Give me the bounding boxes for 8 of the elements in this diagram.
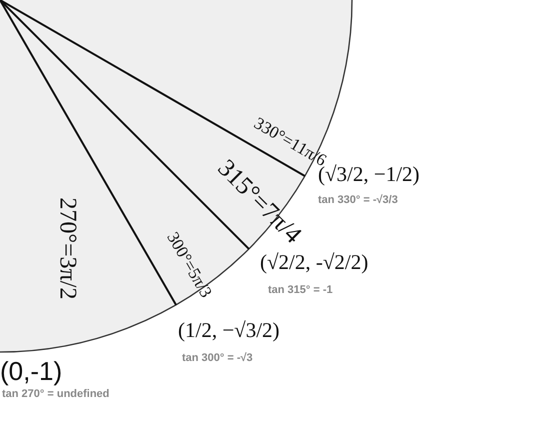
tangent-note: tan 300° = -√3 [182, 352, 253, 364]
tangent-note: tan 270° = undefined [2, 388, 110, 400]
tangent-note: tan 330° = -√3/3 [318, 194, 398, 206]
tangent-note: tan 315° = -1 [268, 284, 333, 296]
angle-label: 270°=3π/2 [53, 198, 80, 300]
coordinate-label: (√2/2, -√2/2) [260, 250, 368, 275]
coordinate-label: (0,-1) [0, 356, 62, 387]
coordinate-label: (1/2, −√3/2) [178, 318, 280, 343]
